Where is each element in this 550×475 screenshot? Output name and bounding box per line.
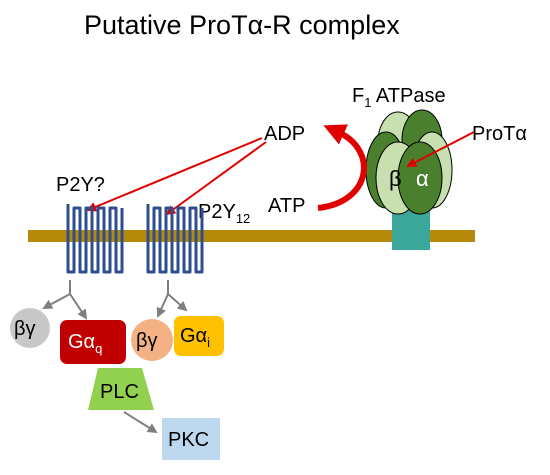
atp-label: ATP: [268, 195, 305, 217]
pkc-label: PKC: [168, 429, 209, 451]
atp-to-adp-conversion-arrow: [317, 124, 367, 211]
f1-atpase-complex-icon: β α: [365, 109, 453, 250]
atpase-label-subscript: 1: [364, 95, 371, 110]
gaq-label: Gαq: [68, 331, 102, 356]
protα-label: ProTα: [472, 123, 527, 145]
alpha-subunit-label: α: [416, 166, 429, 191]
p2y12-to-bg-arrow: [156, 293, 169, 318]
p2y12-to-gai-arrow: [167, 293, 188, 312]
p2y-unknown-label: P2Y?: [56, 174, 105, 196]
beta-subunit-label: β: [389, 166, 402, 191]
p2y-to-bg-arrow: [42, 293, 71, 309]
adp-to-p2y-arrow: [86, 137, 263, 212]
bg-right-label: βγ: [136, 330, 158, 352]
atpase-label: F1 ATPase: [352, 85, 446, 110]
gaq-shape: [60, 320, 126, 364]
receptor-p2y12-icon: [146, 204, 204, 274]
atpase-label-rest: ATPase: [371, 85, 445, 107]
bg-left-shape: [10, 308, 50, 348]
plc-to-pkc-arrow: [123, 411, 158, 434]
p2y12-label: P2Y12: [198, 201, 250, 226]
p2y12-label-subscript: 12: [236, 211, 250, 226]
p2y-to-gaq-arrow: [69, 293, 88, 320]
plc-shape: [88, 368, 154, 410]
cell-membrane: [28, 230, 475, 242]
plc-label: PLC: [100, 381, 139, 403]
diagram-title: Putative ProTα-R complex: [84, 10, 400, 40]
adp-to-p2y12-arrow: [165, 141, 267, 216]
atpase-label-main: F: [352, 85, 364, 107]
receptor-p2y-unknown-icon: [66, 204, 124, 274]
gai-shape: [174, 316, 224, 356]
gai-label-main: Gα: [180, 325, 207, 347]
gai-label: Gαi: [180, 325, 210, 350]
p2y12-label-main: P2Y: [198, 201, 236, 223]
gaq-label-subscript: q: [95, 341, 102, 356]
pkc-shape: [162, 418, 220, 460]
gaq-label-main: Gα: [68, 331, 95, 353]
gai-label-subscript: i: [207, 335, 210, 350]
protα-binding-arrow: [406, 131, 475, 167]
bg-left-label: βγ: [14, 318, 36, 340]
adp-label: ADP: [264, 123, 305, 145]
bg-right-shape: [131, 319, 173, 361]
